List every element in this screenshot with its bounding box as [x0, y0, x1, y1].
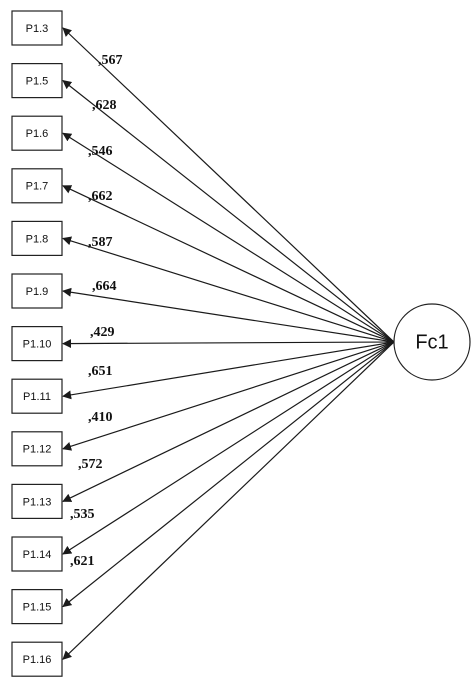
indicator-label: P1.16 [23, 654, 52, 666]
indicator-p1-5: P1.5 [11, 62, 63, 99]
indicator-label: P1.8 [26, 233, 49, 245]
indicator-p1-3: P1.3 [11, 10, 63, 46]
loading-paths: ,567 ,628 ,546 ,662 ,587 ,664 ,429 ,651 ,410 ,572… [62, 27, 395, 660]
indicator-box [11, 168, 63, 204]
indicator-box [11, 273, 63, 309]
indicator-label: P1.6 [26, 128, 49, 140]
indicator-box [11, 588, 63, 625]
indicator-p1-9: P1.9 [11, 273, 63, 309]
indicator-p1-7: P1.7 [11, 168, 63, 204]
loading-arrow [62, 80, 395, 343]
factor-node: Fc1 [393, 303, 471, 381]
loading-weight: ,572 [78, 457, 103, 472]
loading-arrow [62, 185, 395, 343]
indicator-box [11, 10, 63, 46]
loading-arrow [62, 341, 395, 660]
loading-arrow [62, 341, 395, 400]
indicator-p1-12: P1.12 [11, 431, 63, 467]
indicator-p1-13: P1.13 [11, 483, 63, 519]
indicator-p1-10: P1.10 [11, 326, 63, 362]
indicator-p1-11: P1.11 [11, 378, 63, 414]
indicator-label: P1.12 [23, 444, 52, 456]
indicator-box [11, 483, 63, 519]
loading-arrow [62, 287, 395, 343]
indicator-box [11, 536, 63, 572]
indicator-label: P1.14 [23, 549, 52, 561]
factor-label: Fc1 [415, 331, 448, 353]
loading-weight: ,587 [88, 235, 113, 250]
loading-weight: ,546 [88, 144, 113, 159]
loading-arrow [62, 341, 395, 502]
indicator-label: P1.11 [23, 391, 51, 403]
indicator-p1-16: P1.16 [11, 641, 63, 677]
indicator-p1-6: P1.6 [11, 115, 63, 151]
loading-arrow [62, 236, 395, 343]
loading-weight: ,567 [98, 53, 123, 68]
indicator-label: P1.13 [23, 496, 52, 508]
indicator-label: P1.15 [23, 602, 52, 614]
loading-weight: ,535 [70, 507, 95, 522]
indicator-box [11, 220, 63, 256]
indicator-box [11, 115, 63, 151]
indicator-box [11, 431, 63, 467]
indicator-box [11, 378, 63, 414]
loading-weight: ,662 [88, 189, 113, 204]
loading-arrow [62, 341, 395, 608]
loading-weight: ,651 [88, 364, 113, 379]
indicator-box [11, 62, 63, 99]
loading-arrow [62, 27, 395, 343]
indicator-label: P1.3 [26, 23, 49, 35]
loading-weight: ,628 [92, 98, 117, 113]
loading-weight: ,429 [90, 325, 115, 340]
indicator-p1-14: P1.14 [11, 536, 63, 572]
indicator-label: P1.10 [23, 339, 52, 351]
loading-weight: ,410 [88, 410, 113, 425]
loading-weight: ,664 [92, 279, 117, 294]
indicator-label: P1.9 [26, 286, 49, 298]
indicator-box [11, 641, 63, 677]
factor-circle [393, 303, 471, 381]
indicator-label: P1.5 [26, 76, 49, 88]
indicator-label: P1.7 [26, 181, 49, 193]
indicator-p1-15: P1.15 [11, 588, 63, 625]
indicator-box [11, 326, 63, 362]
loading-arrow [62, 132, 395, 343]
loading-arrow [62, 341, 395, 451]
loading-arrow [62, 341, 395, 555]
loading-weight: ,621 [70, 554, 95, 569]
indicator-boxes: P1.3P1.5P1.6P1.7P1.8P1.9P1.10P1.11P1.12P… [11, 10, 63, 677]
loading-arrow [62, 339, 395, 349]
indicator-p1-8: P1.8 [11, 220, 63, 256]
